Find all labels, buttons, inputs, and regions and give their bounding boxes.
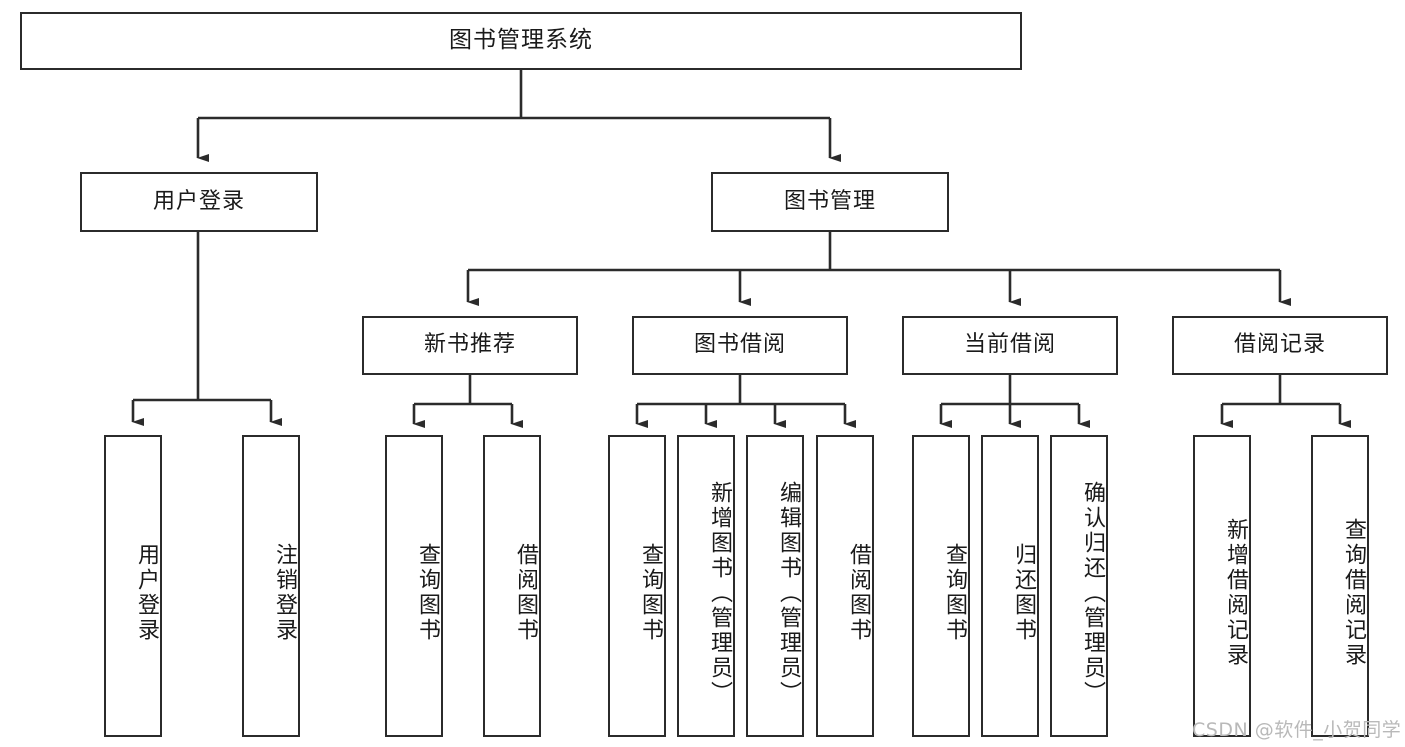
leaf-borrow-edit-book-admin[interactable]: 编辑图书（管理员） xyxy=(746,435,804,737)
node-borrow-record[interactable]: 借阅记录 xyxy=(1172,316,1388,375)
leaf-current-confirm-return-admin[interactable]: 确认归还（管理员） xyxy=(1050,435,1108,737)
node-book-borrow[interactable]: 图书借阅 xyxy=(632,316,848,375)
node-label: 图书管理 xyxy=(783,188,876,214)
node-label: 查询借阅记录 xyxy=(1341,518,1366,668)
node-label: 新书推荐 xyxy=(423,332,516,358)
node-label: 归还图书 xyxy=(1011,543,1036,643)
node-label: 借阅图书 xyxy=(846,543,871,643)
node-current-borrow[interactable]: 当前借阅 xyxy=(902,316,1118,375)
leaf-user-login-signin[interactable]: 用户登录 xyxy=(104,435,162,737)
node-label: 用户登录 xyxy=(152,188,245,214)
node-new-book-recommend[interactable]: 新书推荐 xyxy=(362,316,578,375)
node-label: 图书管理系统 xyxy=(449,27,593,54)
leaf-record-query-borrow-record[interactable]: 查询借阅记录 xyxy=(1311,435,1369,737)
node-root-system[interactable]: 图书管理系统 xyxy=(20,12,1022,70)
leaf-borrow-query-book[interactable]: 查询图书 xyxy=(608,435,666,737)
leaf-borrow-add-book-admin[interactable]: 新增图书（管理员） xyxy=(677,435,735,737)
leaf-recommend-query-book[interactable]: 查询图书 xyxy=(385,435,443,737)
node-label: 查询图书 xyxy=(415,543,440,643)
node-label: 新增图书（管理员） xyxy=(707,480,732,706)
node-label: 图书借阅 xyxy=(693,332,786,358)
leaf-current-return-book[interactable]: 归还图书 xyxy=(981,435,1039,737)
node-label: 当前借阅 xyxy=(963,332,1056,358)
node-label: 借阅记录 xyxy=(1233,332,1326,358)
node-label: 注销登录 xyxy=(272,543,297,643)
leaf-borrow-borrow-book[interactable]: 借阅图书 xyxy=(816,435,874,737)
csdn-watermark: CSDN @软件_小贺同学 xyxy=(1192,719,1402,741)
node-label: 确认归还（管理员） xyxy=(1080,480,1105,706)
node-label: 查询图书 xyxy=(942,543,967,643)
node-label: 借阅图书 xyxy=(513,543,538,643)
leaf-user-login-signout[interactable]: 注销登录 xyxy=(242,435,300,737)
node-user-login[interactable]: 用户登录 xyxy=(80,172,318,232)
node-label: 新增借阅记录 xyxy=(1223,518,1248,668)
leaf-recommend-borrow-book[interactable]: 借阅图书 xyxy=(483,435,541,737)
node-label: 用户登录 xyxy=(134,543,159,643)
node-book-management[interactable]: 图书管理 xyxy=(711,172,949,232)
leaf-record-add-borrow-record[interactable]: 新增借阅记录 xyxy=(1193,435,1251,737)
node-label: 查询图书 xyxy=(638,543,663,643)
leaf-current-query-book[interactable]: 查询图书 xyxy=(912,435,970,737)
node-label: 编辑图书（管理员） xyxy=(776,480,801,706)
